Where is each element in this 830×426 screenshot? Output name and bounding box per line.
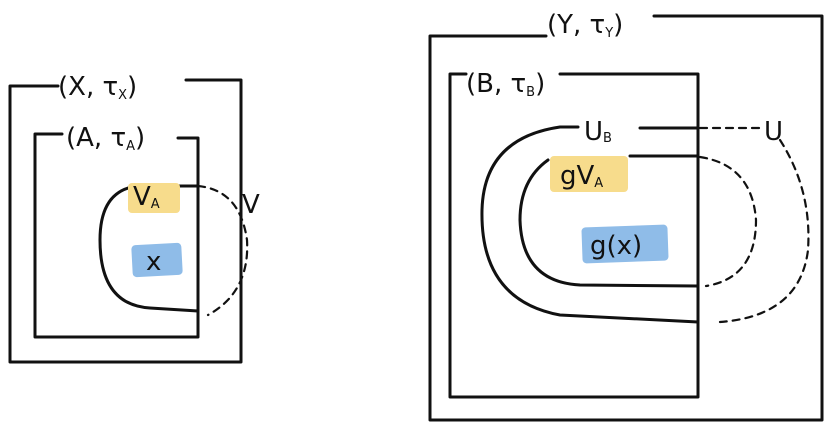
open-set-gva-ext (698, 155, 758, 288)
subspace-b-label: (B, τB) (466, 69, 545, 100)
open-set-gva (518, 158, 700, 288)
space-x-label: (X, τX) (58, 72, 137, 103)
subspace-a-label: (A, τA) (66, 123, 145, 154)
open-set-va (98, 184, 200, 313)
point-x-label: x (146, 247, 161, 277)
subspace-a-box (33, 132, 200, 339)
open-set-ub (480, 125, 700, 324)
v-label: V (242, 190, 260, 220)
ub-label: UB (584, 117, 612, 147)
gx-label: g(x) (590, 231, 642, 261)
gx-highlight (581, 224, 669, 264)
gva-label: gVA (560, 161, 603, 191)
gva-highlight (550, 156, 628, 192)
va-label: VA (133, 182, 160, 212)
va-highlight (128, 183, 180, 213)
subspace-b-box (448, 72, 700, 399)
open-set-v (196, 184, 249, 317)
u-label: U (764, 117, 783, 147)
x-highlight (131, 242, 183, 278)
open-set-u (698, 126, 810, 324)
space-y-box (428, 14, 824, 422)
space-y-label: (Y, τY) (547, 10, 623, 41)
space-x-box (8, 78, 243, 364)
